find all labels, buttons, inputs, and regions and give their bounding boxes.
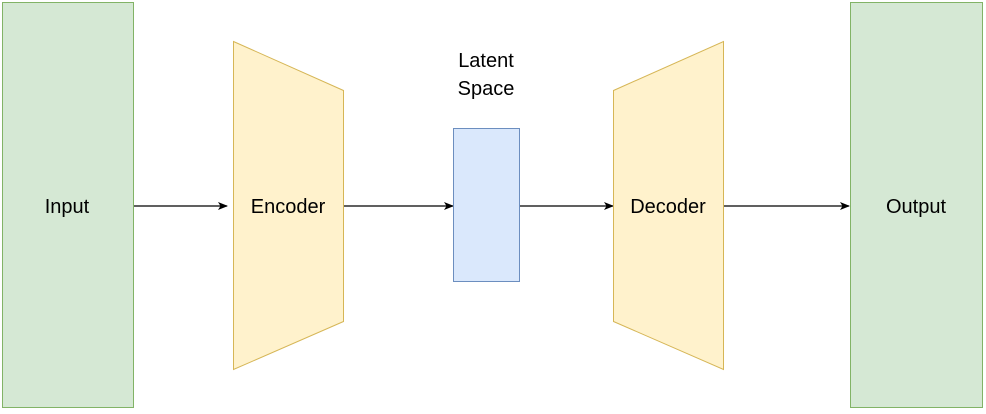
encoder-node[interactable]: Encoder bbox=[233, 40, 344, 371]
output-box bbox=[850, 2, 983, 408]
encoder-trapezoid bbox=[233, 40, 344, 371]
output-node[interactable]: Output bbox=[850, 2, 983, 408]
output-label: Output bbox=[886, 196, 946, 218]
encoder-label: Encoder bbox=[251, 196, 326, 218]
input-node[interactable]: Input bbox=[2, 2, 134, 408]
input-label: Input bbox=[45, 196, 90, 218]
latent-box bbox=[453, 128, 520, 282]
input-box bbox=[2, 2, 134, 408]
latent-space-node[interactable]: Latent Space bbox=[453, 50, 520, 282]
latent-label-line2: Space bbox=[458, 78, 515, 100]
decoder-trapezoid bbox=[613, 40, 724, 371]
decoder-node[interactable]: Decoder bbox=[613, 40, 724, 371]
decoder-label: Decoder bbox=[630, 196, 706, 218]
latent-label-line1: Latent bbox=[458, 50, 514, 72]
